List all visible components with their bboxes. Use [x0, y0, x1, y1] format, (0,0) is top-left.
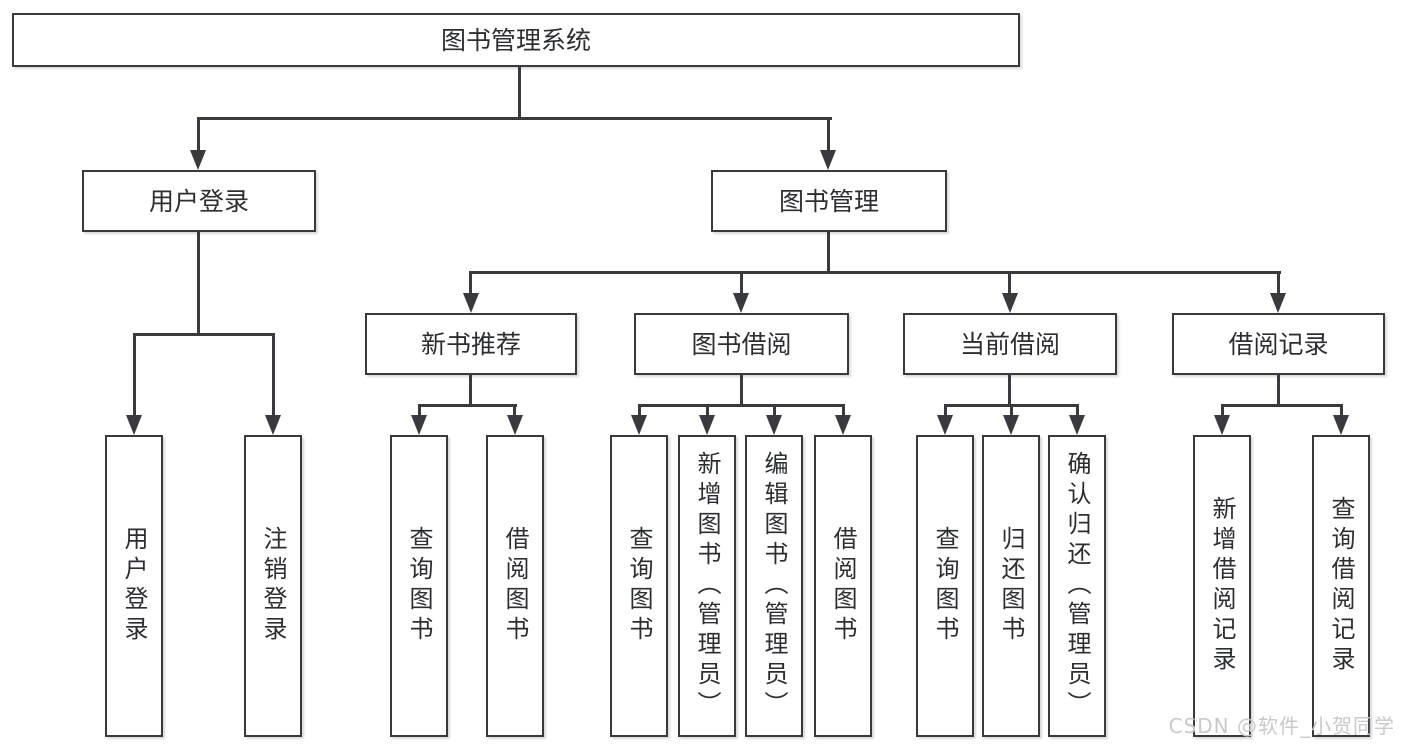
arrowhead-down-icon — [1214, 415, 1230, 435]
leaf-label: 用户登录 — [120, 526, 148, 646]
arrowhead-down-icon — [1003, 415, 1019, 435]
arrowhead-down-icon — [631, 415, 647, 435]
connector-line — [1221, 404, 1224, 418]
connector-line — [469, 271, 1281, 274]
node-borrowing-records: 借阅记录 — [1172, 313, 1385, 375]
leaf-label: 查询借阅记录 — [1327, 496, 1355, 676]
arrowhead-down-icon — [820, 150, 836, 170]
leaf-query-books: 查询图书 — [610, 435, 668, 737]
connector-line — [1277, 271, 1280, 297]
connector-line — [740, 271, 743, 297]
connector-line — [827, 230, 830, 274]
arrowhead-down-icon — [190, 150, 206, 170]
arrowhead-down-icon — [1333, 415, 1349, 435]
connector-line — [197, 117, 200, 153]
connector-line — [469, 271, 472, 297]
leaf-label: 确认归还（管理员） — [1063, 451, 1091, 721]
leaf-edit-books-admin: 编辑图书（管理员） — [745, 435, 803, 737]
connector-line — [842, 404, 845, 418]
connector-line — [1008, 271, 1011, 297]
leaf-return-books: 归还图书 — [982, 435, 1040, 737]
connector-line — [1008, 373, 1011, 407]
connector-line — [272, 333, 275, 419]
leaf-add-borrow-record: 新增借阅记录 — [1193, 435, 1251, 737]
node-book-management: 图书管理 — [711, 170, 947, 232]
arrowhead-down-icon — [411, 415, 427, 435]
node-label: 图书管理 — [778, 186, 879, 216]
connector-line — [197, 117, 832, 120]
leaf-add-books-admin: 新增图书（管理员） — [678, 435, 736, 737]
arrowhead-down-icon — [699, 415, 715, 435]
arrowhead-down-icon — [1270, 293, 1286, 313]
connector-line — [944, 404, 947, 418]
arrowhead-down-icon — [1002, 293, 1018, 313]
arrowhead-down-icon — [835, 415, 851, 435]
leaf-label: 注销登录 — [259, 526, 287, 646]
arrowhead-down-icon — [1069, 415, 1085, 435]
node-label: 图书借阅 — [691, 329, 792, 359]
connector-line — [827, 117, 830, 153]
node-library-management-system: 图书管理系统 — [12, 13, 1020, 67]
leaf-label: 编辑图书（管理员） — [760, 451, 788, 721]
leaf-label: 借阅图书 — [501, 526, 529, 646]
connector-line — [638, 404, 845, 407]
watermark: CSDN @软件_小贺同学 — [1168, 714, 1395, 738]
connector-line — [706, 404, 709, 418]
leaf-label: 新增图书（管理员） — [693, 451, 721, 721]
arrowhead-down-icon — [126, 415, 142, 435]
leaf-label: 查询图书 — [931, 526, 959, 646]
arrowhead-down-icon — [463, 293, 479, 313]
arrowhead-down-icon — [766, 415, 782, 435]
connector-line — [1221, 404, 1343, 407]
connector-line — [418, 404, 517, 407]
connector-line — [518, 66, 521, 120]
arrowhead-down-icon — [937, 415, 953, 435]
arrowhead-down-icon — [265, 415, 281, 435]
leaf-label: 新增借阅记录 — [1208, 496, 1236, 676]
leaf-query-books: 查询图书 — [916, 435, 974, 737]
leaf-label: 归还图书 — [997, 526, 1025, 646]
leaf-borrow-books: 借阅图书 — [486, 435, 544, 737]
arrowhead-down-icon — [507, 415, 523, 435]
leaf-query-borrow-record: 查询借阅记录 — [1312, 435, 1370, 737]
connector-line — [133, 333, 275, 336]
leaf-query-books: 查询图书 — [390, 435, 448, 737]
node-label: 当前借阅 — [959, 329, 1060, 359]
leaf-logout: 注销登录 — [244, 435, 302, 737]
connector-line — [1010, 404, 1013, 418]
connector-line — [1076, 404, 1079, 418]
connector-line — [418, 404, 421, 418]
connector-line — [1340, 404, 1343, 418]
connector-line — [740, 373, 743, 407]
node-label: 新书推荐 — [420, 329, 521, 359]
node-label: 用户登录 — [148, 186, 249, 216]
connector-line — [773, 404, 776, 418]
connector-line — [469, 373, 472, 407]
leaf-label: 借阅图书 — [829, 526, 857, 646]
arrowhead-down-icon — [733, 293, 749, 313]
leaf-label: 查询图书 — [405, 526, 433, 646]
connector-line — [638, 404, 641, 418]
node-book-borrowing: 图书借阅 — [634, 313, 849, 375]
leaf-user-login: 用户登录 — [105, 435, 163, 737]
leaf-confirm-return-admin: 确认归还（管理员） — [1048, 435, 1106, 737]
connector-line — [1277, 373, 1280, 407]
leaf-borrow-books: 借阅图书 — [814, 435, 872, 737]
node-new-book-recommendation: 新书推荐 — [365, 313, 577, 375]
connector-line — [197, 230, 200, 336]
node-label: 借阅记录 — [1228, 329, 1329, 359]
node-current-borrowing: 当前借阅 — [903, 313, 1117, 375]
connector-line — [513, 404, 516, 418]
node-label: 图书管理系统 — [440, 25, 591, 55]
connector-line — [133, 333, 136, 419]
node-user-login: 用户登录 — [82, 170, 316, 232]
leaf-label: 查询图书 — [625, 526, 653, 646]
